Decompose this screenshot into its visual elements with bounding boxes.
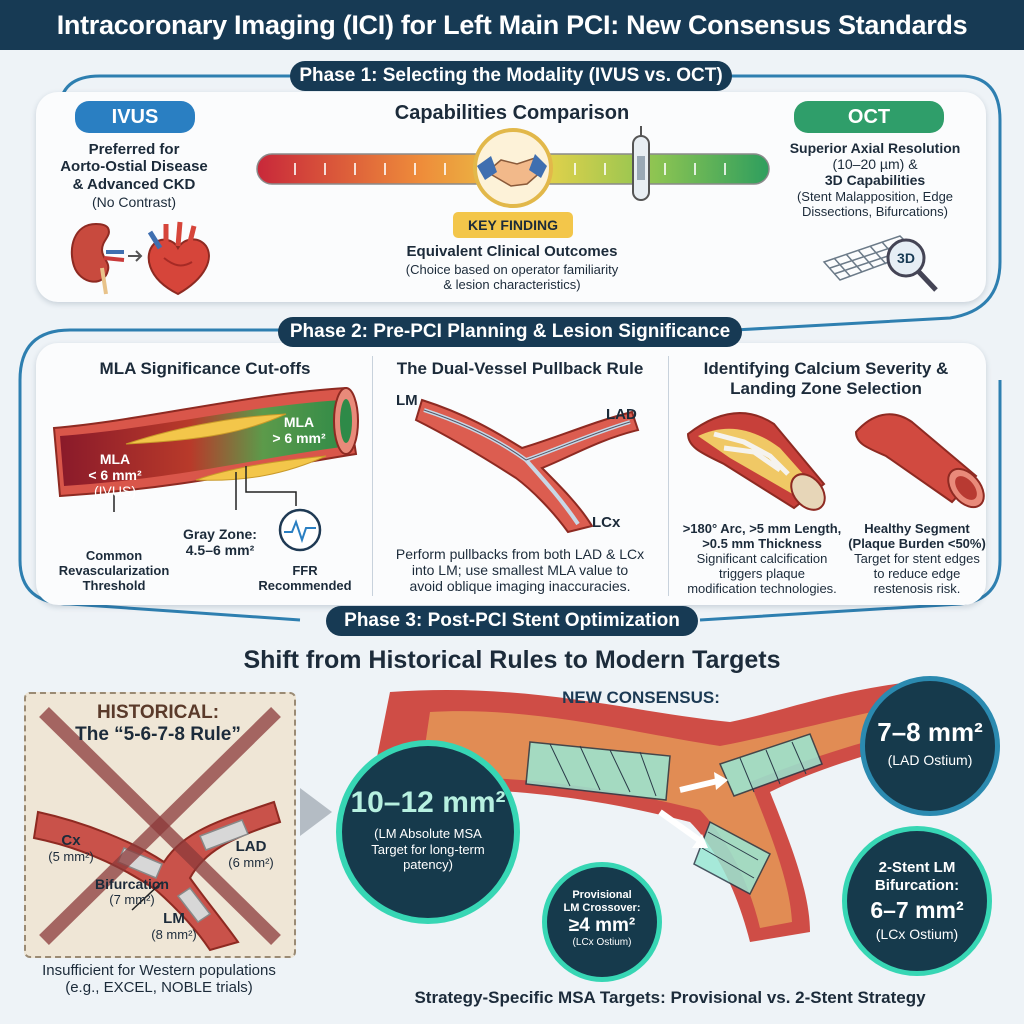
pullback-lm-label: LM <box>396 392 418 409</box>
equivalent-outcomes: Equivalent Clinical Outcomes <box>406 243 618 260</box>
key-finding-badge: KEY FINDING <box>453 212 573 238</box>
phase2-pill: Phase 2: Pre-PCI Planning & Lesion Signi… <box>278 317 742 347</box>
lad-ostium-target: 7–8 mm² (LAD Ostium) <box>860 676 1000 816</box>
historical-footnote: Insufficient for Western populations (e.… <box>42 962 276 997</box>
choice-note: (Choice based on operator familiarity & … <box>405 262 619 293</box>
historical-cx: Cx (5 mm²) <box>48 832 94 865</box>
mla-title: MLA Significance Cut-offs <box>99 359 311 378</box>
capabilities-title: Capabilities Comparison <box>394 102 630 124</box>
pullback-lcx-label: LCx <box>592 514 621 531</box>
phase3-pill: Phase 3: Post-PCI Stent Optimization <box>326 606 698 636</box>
oct-tag: OCT <box>794 101 944 133</box>
oct-capabilities: Superior Axial Resolution (10–20 µm) & 3… <box>789 140 961 219</box>
mla-right-label: MLA > 6 mm² <box>272 414 326 447</box>
arrow-right-icon <box>128 250 143 262</box>
mla-vessel-illustration <box>52 386 359 512</box>
ivus-preferred-for: Preferred for Aorto-Ostial Disease & Adv… <box>60 141 208 193</box>
ecg-monitor-icon <box>278 508 322 552</box>
calcium-title: Identifying Calcium Severity & Landing Z… <box>703 359 949 398</box>
phase1-pill: Phase 1: Selecting the Modality (IVUS vs… <box>290 61 732 91</box>
kidney-icon <box>70 222 125 295</box>
phase3-footer: Strategy-Specific MSA Targets: Provision… <box>414 988 926 1007</box>
historical-heading: HISTORICAL: The “5-6-7-8 Rule” <box>75 702 241 746</box>
healthy-segment-criteria: Healthy Segment (Plaque Burden <50%) Tar… <box>848 521 986 597</box>
pullback-description: Perform pullbacks from both LAD & LCx in… <box>395 546 645 595</box>
pullback-vessel-illustration <box>414 398 640 534</box>
pullback-title: The Dual-Vessel Pullback Rule <box>396 359 644 378</box>
lm-msa-target: 10–12 mm² (LM Absolute MSA Target for lo… <box>336 740 520 924</box>
catheter-icon <box>632 126 650 201</box>
gray-zone: Gray Zone: 4.5–6 mm² <box>183 526 257 559</box>
kidney-heart-illustration <box>70 221 210 296</box>
mla-left-label: MLA < 6 mm² (IVUS) <box>88 451 142 500</box>
healthy-vessel-illustration <box>854 413 985 509</box>
new-consensus-label: NEW CONSENSUS: <box>562 688 720 707</box>
divider-1 <box>372 356 373 596</box>
two-stent-bifurcation-target: 2-Stent LM Bifurcation: 6–7 mm² (LCx Ost… <box>842 826 992 976</box>
phase3-title: Shift from Historical Rules to Modern Ta… <box>243 646 781 674</box>
calcium-severity-criteria: >180° Arc, >5 mm Length, >0.5 mm Thickne… <box>682 521 842 597</box>
historical-lm: LM (8 mm²) <box>151 910 197 943</box>
historical-bifurcation: Bifurcation (7 mm²) <box>95 876 169 908</box>
pullback-lad-label: LAD <box>606 406 637 423</box>
ivus-no-contrast: (No Contrast) <box>91 194 177 210</box>
calcified-vessel-illustration <box>686 412 826 511</box>
divider-2 <box>668 356 669 596</box>
ffr-recommended: FFR Recommended <box>258 563 352 594</box>
handshake-icon <box>473 128 553 208</box>
historical-lad: LAD (6 mm²) <box>228 838 274 871</box>
historical-bifurcation-illustration <box>32 707 282 952</box>
arrow-right-icon <box>300 788 332 836</box>
page-title: Intracoronary Imaging (ICI) for Left Mai… <box>0 0 1024 50</box>
heart-icon <box>147 221 210 296</box>
ivus-tag: IVUS <box>75 101 195 133</box>
capabilities-gradient-bar <box>256 126 770 208</box>
stent-3d-icon: 3D <box>822 235 938 292</box>
provisional-crossover-target: Provisional LM Crossover: ≥4 mm² (LCx Os… <box>542 862 662 982</box>
modern-vessel-illustration <box>370 682 950 942</box>
revascularization-threshold: Common Revascularization Threshold <box>58 548 170 594</box>
3d-badge: 3D <box>897 250 915 266</box>
